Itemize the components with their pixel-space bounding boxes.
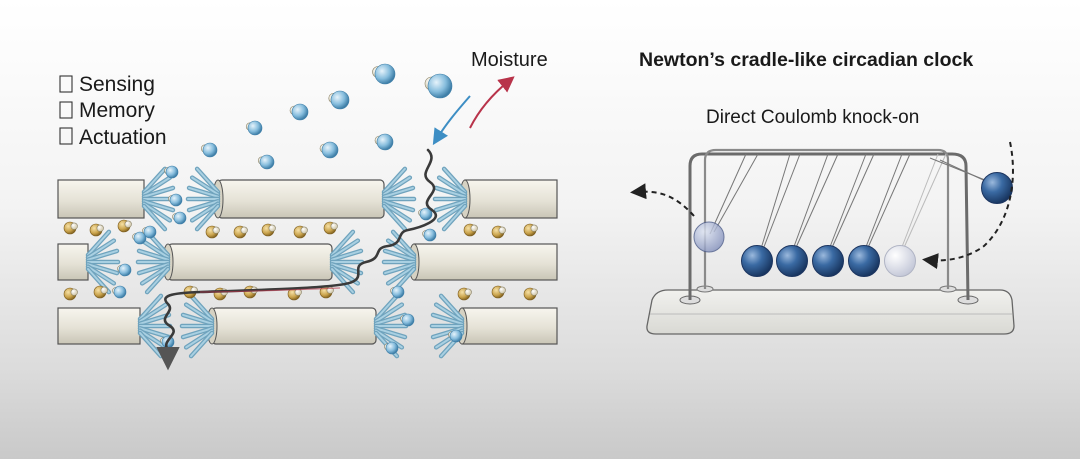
ligand-brush bbox=[329, 229, 365, 295]
ion-molecule bbox=[523, 223, 538, 237]
left-panel: Sensing Memory Actuation Moisture bbox=[57, 49, 558, 371]
molecules bbox=[63, 63, 538, 355]
legend: Sensing Memory Actuation bbox=[59, 73, 167, 149]
legend-memory: Memory bbox=[79, 99, 155, 122]
ion-molecule bbox=[491, 225, 506, 239]
swing-out-arrow bbox=[630, 183, 695, 217]
cradle-ball bbox=[812, 245, 844, 277]
ion-molecule bbox=[523, 287, 538, 301]
water-molecule bbox=[112, 285, 127, 299]
ligand-brushes bbox=[85, 166, 468, 359]
ion-molecule bbox=[323, 221, 338, 235]
ligand-brush bbox=[432, 166, 468, 232]
ghost-ball-right bbox=[884, 245, 916, 277]
fiber-row-3 bbox=[57, 307, 558, 345]
ligand-brush bbox=[381, 166, 417, 232]
ion-molecule bbox=[287, 287, 302, 301]
water-molecule bbox=[245, 120, 263, 136]
water-molecule bbox=[132, 231, 147, 245]
water-molecule bbox=[319, 141, 339, 159]
water-molecule bbox=[422, 228, 437, 242]
ion-molecule bbox=[261, 223, 276, 237]
cradle-ball bbox=[848, 245, 880, 277]
ligand-brush bbox=[429, 293, 465, 359]
ion-molecule bbox=[233, 225, 248, 239]
legend-actuation: Actuation bbox=[79, 126, 167, 149]
ion-path-highlight bbox=[199, 287, 341, 293]
ion-molecule bbox=[117, 219, 132, 233]
fiber bbox=[57, 307, 141, 345]
ligand-brush bbox=[381, 229, 417, 295]
water-molecule bbox=[172, 211, 187, 225]
ion-conduction-path bbox=[156, 148, 437, 371]
cradle-ball bbox=[741, 245, 773, 277]
legend-checkbox-icon bbox=[59, 101, 73, 119]
cradle-ball bbox=[776, 245, 808, 277]
ligand-brush bbox=[137, 293, 173, 359]
swing-in-arrow bbox=[922, 141, 1014, 270]
ligand-brush bbox=[179, 293, 215, 359]
ion-molecule bbox=[63, 221, 78, 235]
water-molecule bbox=[328, 90, 350, 110]
ion-molecule bbox=[63, 287, 78, 301]
moisture-in-arrow bbox=[432, 95, 471, 146]
moisture-label: Moisture bbox=[471, 49, 548, 71]
ion-molecule bbox=[213, 287, 228, 301]
ligand-brush bbox=[85, 229, 121, 295]
fiber-row-1 bbox=[57, 179, 558, 219]
water-molecule bbox=[200, 142, 218, 158]
fiber bbox=[57, 179, 145, 219]
fiber bbox=[217, 179, 385, 219]
fiber bbox=[167, 243, 333, 281]
cradle-frame-back bbox=[703, 148, 950, 289]
water-molecule bbox=[289, 103, 309, 121]
water-molecule bbox=[418, 207, 433, 221]
legend-checkbox-icon bbox=[59, 75, 73, 93]
fiber bbox=[461, 307, 558, 345]
water-molecule bbox=[168, 193, 183, 207]
ion-molecule bbox=[457, 287, 472, 301]
water-molecule bbox=[142, 225, 157, 239]
cradle-title: Newton’s cradle-like circadian clock bbox=[639, 49, 973, 71]
cradle-frame-front bbox=[688, 152, 970, 301]
ion-molecule bbox=[463, 223, 478, 237]
ion-molecule bbox=[293, 225, 308, 239]
fiber bbox=[464, 179, 558, 219]
water-molecule bbox=[117, 263, 132, 277]
cradle-strings bbox=[709, 153, 993, 253]
ion-molecule bbox=[243, 285, 258, 299]
ion-molecule bbox=[491, 285, 506, 299]
ion-molecule bbox=[93, 285, 108, 299]
ligand-brush bbox=[141, 166, 177, 232]
ion-molecule bbox=[205, 225, 220, 239]
swinging-ball bbox=[981, 172, 1013, 204]
fiber bbox=[413, 243, 558, 281]
water-molecule bbox=[390, 285, 405, 299]
right-panel: Newton’s cradle-like circadian clock Dir… bbox=[630, 49, 1015, 335]
water-molecule bbox=[384, 341, 399, 355]
cradle-subtitle: Direct Coulomb knock-on bbox=[706, 107, 919, 128]
water-molecule bbox=[400, 313, 415, 327]
ghost-ball-left bbox=[693, 221, 725, 253]
legend-sensing: Sensing bbox=[79, 73, 155, 96]
water-molecule bbox=[257, 154, 275, 170]
water-molecule bbox=[374, 133, 394, 151]
water-molecule bbox=[372, 63, 396, 85]
fiber bbox=[57, 243, 89, 281]
water-molecule bbox=[448, 329, 463, 343]
ion-molecule bbox=[89, 223, 104, 237]
fiber-row-2 bbox=[57, 243, 558, 281]
legend-checkbox-icon bbox=[59, 127, 73, 145]
cradle-base bbox=[646, 289, 1015, 335]
water-molecule bbox=[164, 165, 179, 179]
fiber bbox=[211, 307, 377, 345]
water-molecule bbox=[424, 73, 453, 99]
moisture-out-arrow bbox=[469, 76, 515, 129]
ligand-brush bbox=[185, 166, 221, 232]
